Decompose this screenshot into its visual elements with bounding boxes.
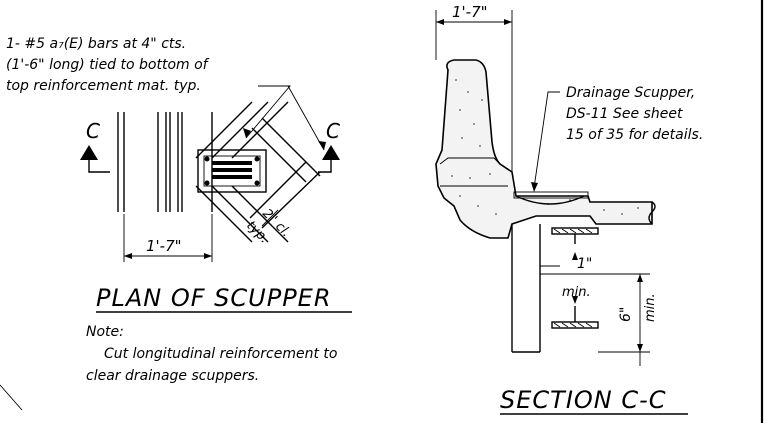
section-marker-left: C <box>86 119 100 143</box>
note-leader-1 <box>245 85 291 139</box>
dim-width-label: 1'-7" <box>146 237 182 255</box>
dim-min-a-label: min. <box>562 285 591 300</box>
section-dim-top-label: 1'-7" <box>452 3 488 21</box>
leader-arrow <box>318 141 326 150</box>
section-c-c: 1'-7" <box>435 3 703 415</box>
plan-of-scupper: 1- #5 a₇(E) bars at 4" cts. (1'-6" long)… <box>6 36 352 313</box>
barrier-joint <box>439 157 501 165</box>
plan-title: PLAN OF SCUPPER <box>96 284 332 312</box>
dim-min-b-label: min. <box>643 293 658 322</box>
general-note: Note: Cut longitudinal reinforcement to … <box>86 324 337 384</box>
plan-diagonal-bars <box>195 101 321 243</box>
section-cut-line-right <box>318 160 332 173</box>
girder-flange-upper <box>551 227 599 235</box>
section-title: SECTION C-C <box>500 386 667 414</box>
scupper-grate-frame <box>513 191 589 199</box>
clear-dim-line <box>261 209 279 227</box>
dim-arrow <box>436 19 444 25</box>
section-marker-right: C <box>326 119 340 143</box>
plan-note-line-3: top reinforcement mat. typ. <box>6 78 201 94</box>
note-leader-2 <box>287 85 325 151</box>
dim-6in-label: 6" <box>618 307 634 322</box>
general-note-label: Note: <box>86 324 124 340</box>
dim-arrow <box>504 19 512 25</box>
deck-break-line <box>648 201 656 225</box>
plan-note-line-2: (1'-6" long) tied to bottom of <box>6 57 210 73</box>
flange-hatch <box>553 322 593 328</box>
girder-flange-lower <box>551 321 599 329</box>
callout-leader <box>533 91 560 189</box>
section-arrow-left <box>80 145 98 160</box>
plan-slab-lines <box>117 112 213 212</box>
stray-mark <box>0 384 23 411</box>
callout-arrow <box>531 182 538 192</box>
callout-line-1: Drainage Scupper, <box>566 85 695 101</box>
scupper-grate-dish <box>515 195 585 205</box>
general-note-line-1: Cut longitudinal reinforcement to <box>104 346 337 362</box>
dim-arrow <box>637 274 643 282</box>
section-arrow-right <box>322 145 340 160</box>
leader-arrow <box>243 128 251 138</box>
dim-1in-label: 1" <box>577 256 592 272</box>
dim-arrow <box>124 253 132 259</box>
section-cut-line-left <box>88 160 110 173</box>
dim-arrow <box>572 252 578 260</box>
plan-scupper-grate <box>197 149 267 193</box>
dim-arrow <box>204 253 212 259</box>
dim-arrow <box>572 296 578 304</box>
callout-line-3: 15 of 35 for details. <box>566 127 703 143</box>
general-note-line-2: clear drainage scuppers. <box>86 368 259 384</box>
dim-arrow <box>637 344 643 352</box>
plan-note-line-1: 1- #5 a₇(E) bars at 4" cts. <box>6 36 186 52</box>
callout-line-2: DS-11 See sheet <box>566 106 683 122</box>
flange-hatch <box>553 228 593 234</box>
